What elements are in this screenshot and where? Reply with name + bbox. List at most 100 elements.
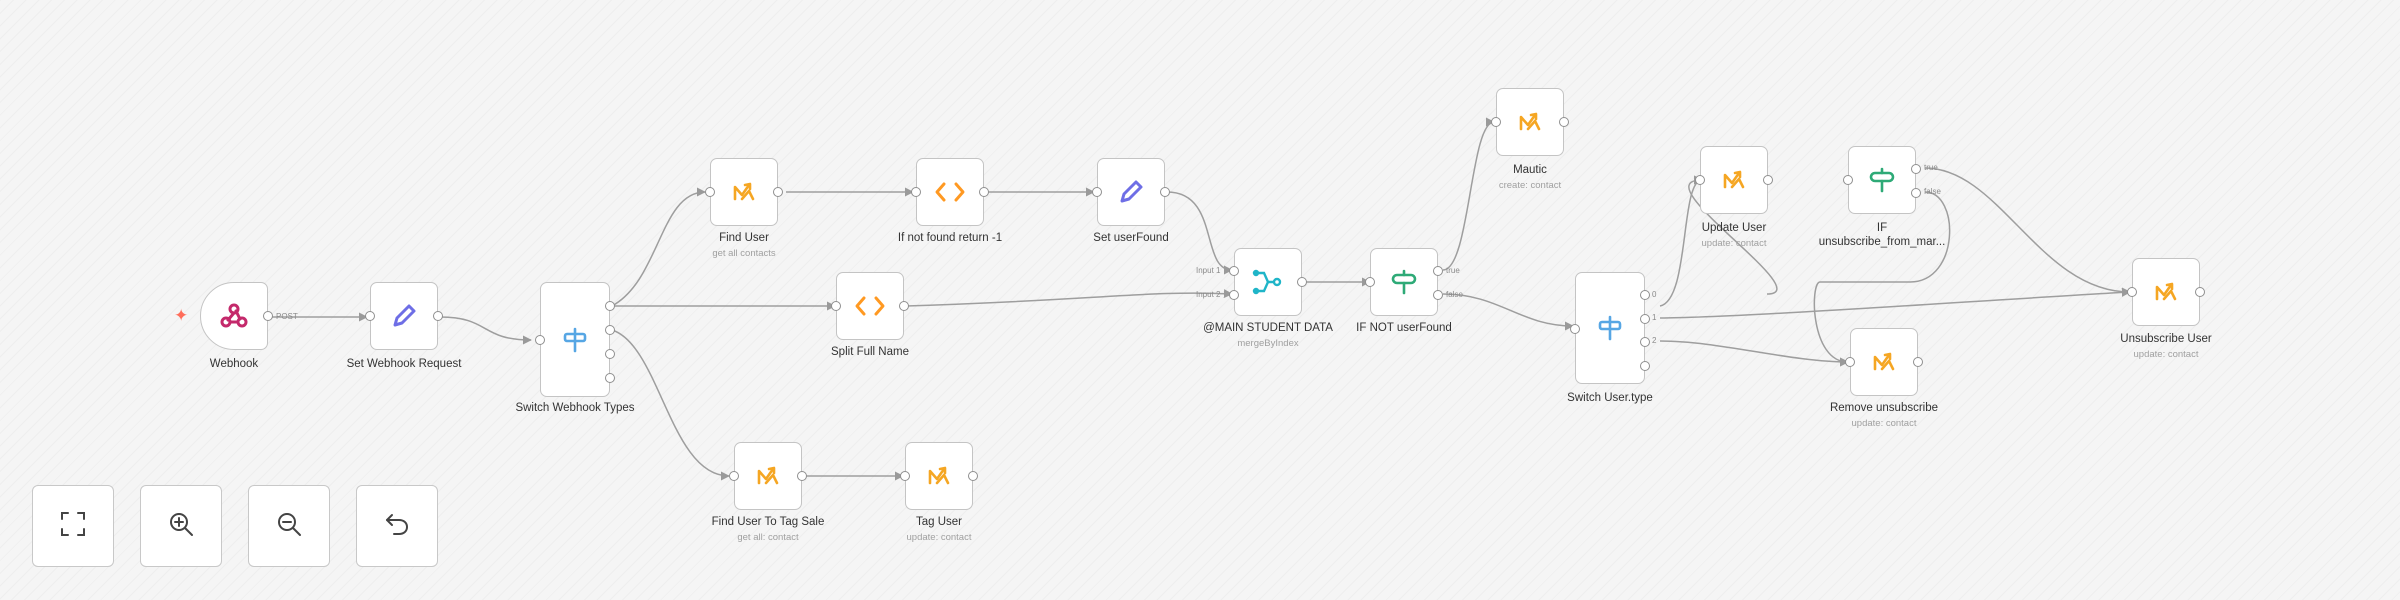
webhook-node[interactable]: [200, 282, 273, 350]
port-label: POST: [276, 312, 298, 321]
port-label: 1: [1652, 313, 1657, 322]
output-handle[interactable]: [1913, 357, 1923, 367]
if-icon: [1389, 267, 1419, 297]
if-not-userfound-node[interactable]: [1365, 248, 1443, 316]
if-not-found-code-node[interactable]: [911, 158, 989, 226]
output-handle-0[interactable]: [605, 301, 615, 311]
output-handle-1[interactable]: [605, 325, 615, 335]
code-icon: [854, 294, 886, 318]
node-label: Tag User: [915, 516, 963, 528]
split-full-name-node[interactable]: [831, 272, 909, 340]
zoom-out-icon: [274, 509, 304, 544]
port-label: false: [1924, 187, 1941, 196]
input-handle[interactable]: [2127, 287, 2137, 297]
output-handle-1[interactable]: [1640, 314, 1650, 324]
mautic-create-node[interactable]: [1491, 88, 1569, 156]
find-user-node[interactable]: [705, 158, 783, 226]
switch-user-type-node[interactable]: [1570, 272, 1650, 384]
input-handle[interactable]: [1845, 357, 1855, 367]
output-handle-false[interactable]: [1911, 188, 1921, 198]
input-handle-1[interactable]: [1229, 266, 1239, 276]
input-handle[interactable]: [705, 187, 715, 197]
set-userfound-node[interactable]: [1092, 158, 1170, 226]
input-handle[interactable]: [831, 301, 841, 311]
tag-user-node[interactable]: [900, 442, 978, 510]
output-handle[interactable]: [2195, 287, 2205, 297]
output-handle-3[interactable]: [605, 373, 615, 383]
output-handle[interactable]: [1763, 175, 1773, 185]
node-label: Webhook: [209, 358, 259, 370]
output-handle-2[interactable]: [1640, 337, 1650, 347]
input-handle[interactable]: [365, 311, 375, 321]
output-handle[interactable]: [1160, 187, 1170, 197]
output-handle[interactable]: [773, 187, 783, 197]
mautic-icon: [1871, 349, 1897, 375]
edge: [1442, 117, 1495, 271]
fit-view-button[interactable]: [32, 485, 114, 567]
edge: [1659, 287, 2131, 319]
input-handle[interactable]: [900, 471, 910, 481]
output-handle-false[interactable]: [1433, 290, 1443, 300]
input-handle[interactable]: [1570, 324, 1580, 334]
node-label: If not found return -1: [897, 232, 1003, 244]
port-label: Input 1: [1196, 266, 1221, 275]
input-handle[interactable]: [729, 471, 739, 481]
if-unsubscribe-node[interactable]: [1843, 146, 1921, 214]
mautic-icon: [1721, 167, 1747, 193]
output-handle[interactable]: [1559, 117, 1569, 127]
node-label: Switch User.type: [1567, 392, 1653, 404]
output-handle-0[interactable]: [1640, 290, 1650, 300]
input-handle-2[interactable]: [1229, 290, 1239, 300]
input-handle[interactable]: [1843, 175, 1853, 185]
port-label: false: [1446, 290, 1463, 299]
output-handle-2[interactable]: [605, 349, 615, 359]
reset-zoom-button[interactable]: [356, 485, 438, 567]
node-label: Find User: [719, 232, 769, 244]
input-handle[interactable]: [1695, 175, 1705, 185]
node-label: Split Full Name: [831, 346, 909, 358]
node-label: Unsubscribe User: [2120, 333, 2212, 345]
zoom-in-button[interactable]: [140, 485, 222, 567]
output-handle[interactable]: [797, 471, 807, 481]
output-handle[interactable]: [899, 301, 909, 311]
zoom-in-icon: [166, 509, 196, 544]
edge: [1442, 293, 1574, 331]
code-icon: [934, 180, 966, 204]
input-handle[interactable]: [1491, 117, 1501, 127]
edge: [611, 329, 730, 481]
node-subtitle: update: contact: [906, 532, 972, 543]
output-handle[interactable]: [979, 187, 989, 197]
output-handle[interactable]: [433, 311, 443, 321]
input-handle[interactable]: [1092, 187, 1102, 197]
node-subtitle: get all: contact: [737, 532, 799, 543]
output-handle[interactable]: [968, 471, 978, 481]
node-label: Set Webhook Request: [346, 358, 462, 370]
output-handle-true[interactable]: [1911, 164, 1921, 174]
zoom-out-button[interactable]: [248, 485, 330, 567]
edge: [439, 316, 532, 345]
find-user-to-tag-sale-node[interactable]: [729, 442, 807, 510]
output-handle-3[interactable]: [1640, 361, 1650, 371]
port-label: true: [1446, 266, 1460, 275]
set-webhook-request-node[interactable]: [365, 282, 443, 350]
main-student-data-merge-node[interactable]: [1229, 248, 1307, 316]
mautic-icon: [731, 179, 757, 205]
node-label: Update User: [1701, 222, 1767, 234]
mautic-icon: [755, 463, 781, 489]
output-handle[interactable]: [263, 311, 273, 321]
merge-icon: [1252, 267, 1284, 297]
switch-webhook-types-node[interactable]: [535, 282, 615, 397]
update-user-node[interactable]: [1695, 146, 1773, 214]
mautic-icon: [1517, 109, 1543, 135]
input-handle[interactable]: [535, 335, 545, 345]
node-subtitle: get all contacts: [712, 248, 776, 259]
output-handle-true[interactable]: [1433, 266, 1443, 276]
node-label: Set userFound: [1093, 232, 1169, 244]
output-handle[interactable]: [1297, 277, 1307, 287]
unsubscribe-user-node[interactable]: [2127, 258, 2205, 326]
input-handle[interactable]: [1365, 277, 1375, 287]
node-subtitle: update: contact: [1701, 238, 1767, 249]
remove-unsubscribe-node[interactable]: [1845, 328, 1923, 396]
input-handle[interactable]: [911, 187, 921, 197]
